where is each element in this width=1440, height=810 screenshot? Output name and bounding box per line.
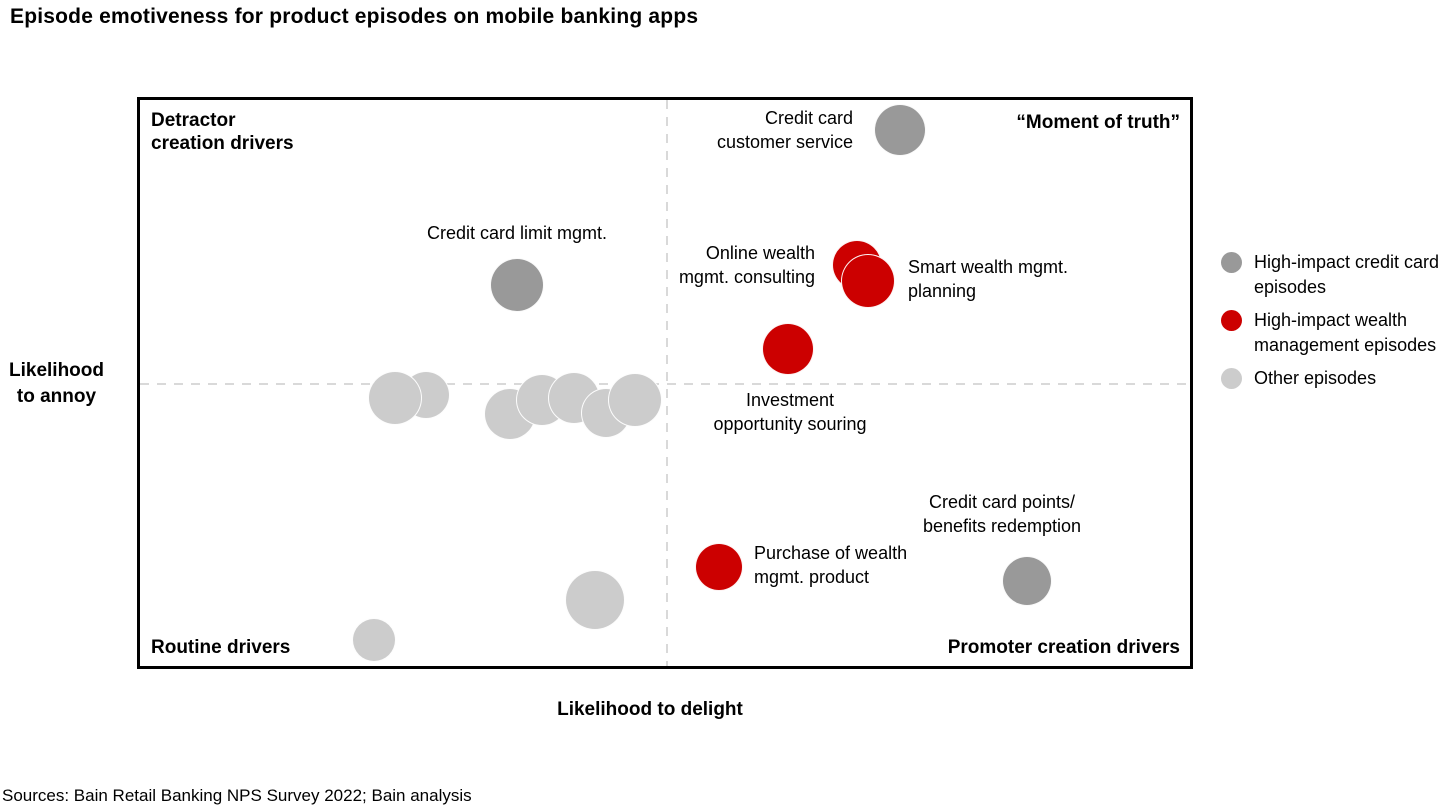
legend-dot-icon <box>1221 368 1242 389</box>
point-label-credit-card-limit-mgmt: Credit card limit mgmt. <box>426 223 608 243</box>
legend-item-other-episodes: Other episodes <box>1221 366 1440 391</box>
legend-dot-icon <box>1221 310 1242 331</box>
sources-note: Sources: Bain Retail Banking NPS Survey … <box>2 786 472 805</box>
legend-item-high-impact-wealth-management-episodes: High-impact wealth management episodes <box>1221 308 1440 358</box>
point-label-purchase-of-wealth-mgmt-product: Purchase of wealth mgmt. product <box>754 543 908 587</box>
legend-label: High-impact wealth management episodes <box>1254 310 1437 355</box>
bubble-other-episode <box>608 373 662 427</box>
point-label-credit-card-points-benefits-redemption: Credit card points/ benefits redemption <box>922 492 1082 536</box>
bubble-smart-wealth-mgmt-planning <box>841 254 895 308</box>
legend-item-high-impact-credit-card-episodes: High-impact credit card episodes <box>1221 250 1440 300</box>
bubble-other-episode <box>368 371 422 425</box>
bubble-other-episode <box>352 618 396 662</box>
quadrant-label-moment-of-truth: “Moment of truth” <box>1016 112 1180 133</box>
legend-label: High-impact credit card episodes <box>1254 252 1440 297</box>
legend-label: Other episodes <box>1254 368 1377 388</box>
chart-title: Episode emotiveness for product episodes… <box>10 5 699 28</box>
point-label-credit-card-customer-service: Credit card customer service <box>716 108 853 152</box>
point-label-smart-wealth-mgmt-planning: Smart wealth mgmt. planning <box>908 257 1069 301</box>
y-axis-label: Likelihood to annoy <box>9 360 104 407</box>
quadrant-label-promoter-creation-drivers: Promoter creation drivers <box>947 637 1180 658</box>
point-label-online-wealth-mgmt-consulting: Online wealth mgmt. consulting <box>678 243 815 287</box>
quadrant-label-detractor-creation-drivers: Detractor creation drivers <box>151 110 294 154</box>
bubble-other-episode <box>565 570 625 630</box>
plot-area: Detractor creation drivers “Moment of tr… <box>137 97 1193 669</box>
x-axis-label: Likelihood to delight <box>557 699 743 720</box>
quadrant-label-routine-drivers: Routine drivers <box>151 637 291 658</box>
bubble-credit-card-customer-service <box>874 104 926 156</box>
point-label-investment-opportunity-souring: Investment opportunity souring <box>713 390 867 434</box>
bubble-purchase-of-wealth-mgmt-product <box>695 543 743 591</box>
bubble-credit-card-points-benefits-redemption <box>1002 556 1052 606</box>
bubble-investment-opportunity-souring <box>762 323 814 375</box>
bubble-credit-card-limit-mgmt <box>490 258 544 312</box>
legend-dot-icon <box>1221 252 1242 273</box>
horizontal-divider-dashed-line <box>140 383 1190 385</box>
